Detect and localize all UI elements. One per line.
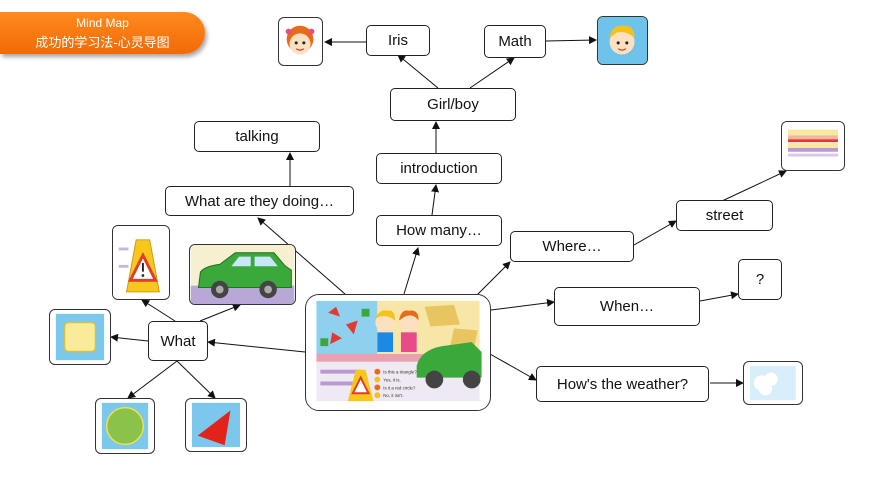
node-what-are-they-doing: What are they doing… <box>165 186 354 216</box>
car-picture <box>189 244 296 305</box>
node-when: When… <box>554 287 700 326</box>
square-picture <box>49 309 111 365</box>
node-introduction: introduction <box>376 153 502 184</box>
triangle-picture <box>185 398 247 452</box>
node-street: street <box>676 200 773 231</box>
arrow-center-to-where <box>475 261 511 297</box>
node-girl-boy: Girl/boy <box>390 88 516 121</box>
arrow-center-to-what <box>207 338 306 353</box>
node-iris: Iris <box>366 25 430 56</box>
arrow-girl-boy-to-math <box>469 57 515 89</box>
arrow-what-to-triangle <box>176 360 216 399</box>
mind-map-banner: Mind Map 成功的学习法-心灵导图 <box>0 12 205 54</box>
arrow-what-to-square <box>110 333 149 342</box>
arrow-where-to-street <box>633 220 677 246</box>
arrow-how-many-to-introduction <box>431 184 440 216</box>
center-scene-illustration: Is this a triangle? Yes, it is. Is it a … <box>306 295 490 410</box>
arrow-center-to-how-many <box>403 247 420 295</box>
arrow-math-to-boy-picture <box>545 36 597 45</box>
arrow-what-to-car <box>199 303 241 322</box>
warning-sign-picture <box>112 225 170 300</box>
node-weather: How's the weather? <box>536 366 709 402</box>
dialogue-line-1: Is this a triangle? <box>383 370 417 375</box>
arrow-girl-boy-to-iris <box>397 54 439 89</box>
street-picture <box>781 121 845 171</box>
cloud-picture <box>743 361 803 405</box>
arrow-center-to-weather <box>489 353 537 381</box>
node-talking: talking <box>194 121 320 152</box>
node-where: Where… <box>510 231 634 262</box>
girl-face-picture <box>278 17 323 66</box>
arrow-center-to-when <box>490 298 555 311</box>
arrow-street-to-street-picture <box>721 170 787 202</box>
node-what: What <box>148 321 208 361</box>
banner-subtitle: 成功的学习法-心灵导图 <box>35 35 170 50</box>
dialogue-line-2: Yes, it is. <box>383 377 400 382</box>
circle-picture <box>95 398 155 454</box>
dialogue-line-3: Is it a red circle? <box>383 385 416 390</box>
center-scene-picture: Is this a triangle? Yes, it is. Is it a … <box>305 294 491 411</box>
node-math: Math <box>484 25 546 58</box>
boy-face-picture <box>597 16 648 65</box>
node-how-many: How many… <box>376 215 502 246</box>
arrow-when-to-question <box>699 291 739 302</box>
node-question: ? <box>738 259 782 300</box>
dialogue-line-4: No, it isn't. <box>383 393 403 398</box>
arrow-what-to-circle <box>127 360 178 399</box>
arrow-what-to-sign <box>141 299 176 322</box>
arrow-center-to-what-doing <box>257 217 346 295</box>
banner-title: Mind Map <box>76 16 129 30</box>
